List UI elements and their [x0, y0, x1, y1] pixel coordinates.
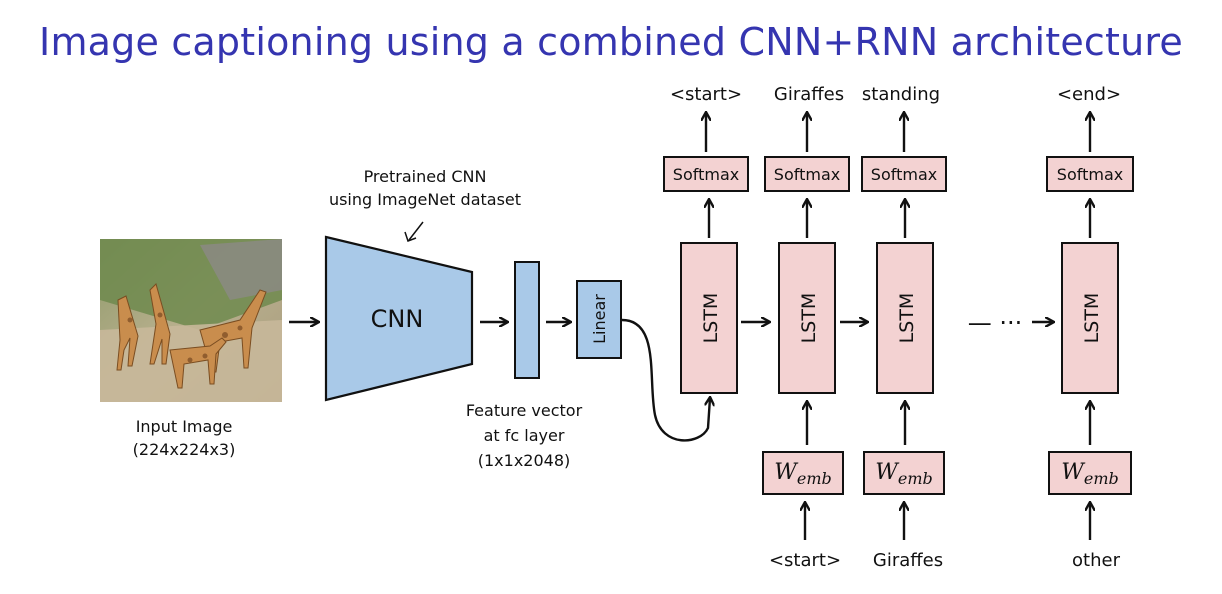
input-image [100, 239, 282, 402]
lstm-label: LSTM [896, 293, 918, 344]
softmax-4: Softmax [1046, 156, 1134, 192]
output-word-3: standing [862, 84, 940, 105]
softmax-2: Softmax [764, 156, 850, 192]
feature-vector-line-3: (1x1x2048) [478, 451, 571, 470]
output-word-2: Giraffes [774, 84, 844, 105]
wemb-label: Wemb [774, 460, 832, 488]
wemb-box [863, 451, 945, 495]
lstm-label: LSTM [700, 293, 722, 344]
lstm-column-2: LSTM [778, 242, 836, 394]
linear-label: Linear [590, 294, 609, 344]
feature-vector-line-2: at fc layer [484, 426, 565, 445]
softmax-box [764, 156, 850, 192]
ellipsis: — ··· [968, 309, 1023, 337]
softmax-box [663, 156, 749, 192]
wemb-2: Wemb [863, 451, 945, 495]
softmax-label: Softmax [871, 165, 937, 184]
linear-block [576, 280, 622, 359]
cnn-note-1: Pretrained CNN [364, 167, 487, 186]
lstm-column-4: LSTM [1061, 242, 1119, 394]
softmax-label: Softmax [774, 165, 840, 184]
page-title: Image captioning using a combined CNN+RN… [39, 20, 1183, 64]
input-image-caption-2: (224x224x3) [133, 440, 236, 459]
lstm-block [1061, 242, 1119, 394]
cnn-note-2: using ImageNet dataset [329, 190, 521, 209]
lstm-block [680, 242, 738, 394]
lstm-block [876, 242, 934, 394]
output-word-1: <start> [670, 84, 742, 105]
cnn-block [324, 235, 474, 402]
input-word-2: Giraffes [873, 550, 943, 571]
lstm-label: LSTM [1081, 293, 1103, 344]
input-word-3: other [1072, 550, 1121, 571]
lstm-column-3: LSTM [876, 242, 934, 394]
lstm-column-1: LSTM [680, 242, 738, 394]
feature-vector-line-1: Feature vector [466, 401, 583, 420]
wemb-box [1048, 451, 1132, 495]
feature-vector-block [514, 261, 540, 379]
cnn-label: CNN [371, 305, 424, 333]
arrow-linear-to-lstm [621, 318, 710, 442]
wemb-3: Wemb [1048, 451, 1132, 495]
lstm-label: LSTM [798, 293, 820, 344]
wemb-label: Wemb [1061, 460, 1119, 488]
softmax-box [1046, 156, 1134, 192]
wemb-box [762, 451, 844, 495]
wemb-1: Wemb [762, 451, 844, 495]
cnn-note-pointer [408, 221, 424, 241]
input-word-1: <start> [769, 550, 841, 571]
softmax-label: Softmax [1057, 165, 1123, 184]
softmax-box [861, 156, 947, 192]
input-image-caption-1: Input Image [136, 417, 233, 436]
softmax-3: Softmax [861, 156, 947, 192]
wemb-label: Wemb [875, 460, 933, 488]
softmax-1: Softmax [663, 156, 749, 192]
lstm-block [778, 242, 836, 394]
softmax-label: Softmax [673, 165, 739, 184]
output-word-4: <end> [1057, 84, 1121, 105]
